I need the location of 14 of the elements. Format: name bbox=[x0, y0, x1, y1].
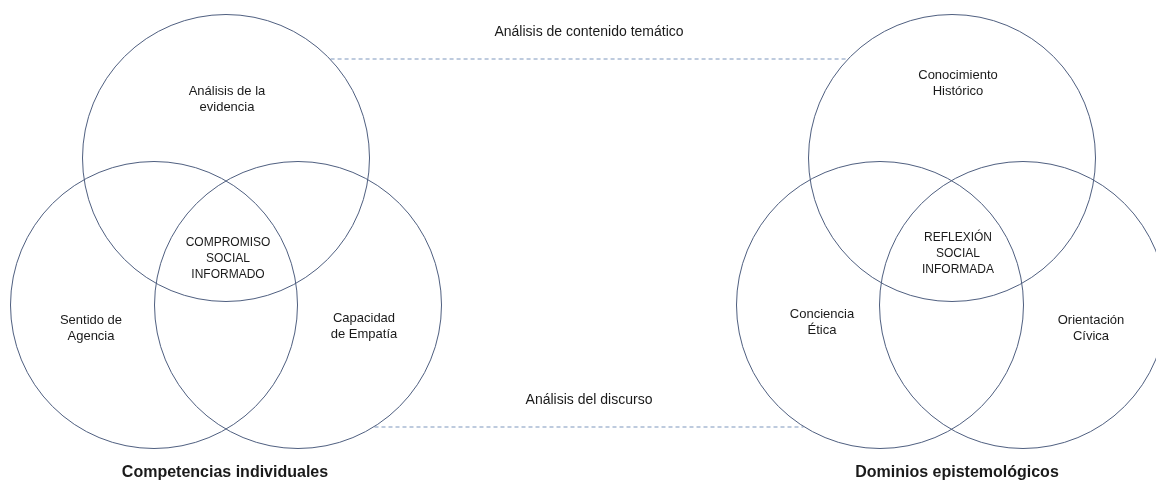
center-label: COMPROMISO SOCIAL INFORMADO bbox=[184, 234, 272, 282]
edge-label: Análisis del discurso bbox=[523, 391, 655, 407]
dashed-connector bbox=[329, 58, 849, 60]
circle-label: Sentido de Agencia bbox=[58, 312, 124, 344]
diagram-heading: Dominios epistemológicos bbox=[855, 464, 1059, 480]
diagram-heading: Competencias individuales bbox=[121, 464, 329, 480]
center-label: REFLEXIÓN SOCIAL INFORMADA bbox=[921, 229, 995, 277]
circle-label: Capacidad de Empatía bbox=[329, 310, 399, 342]
edge-label: Análisis de contenido temático bbox=[492, 23, 686, 39]
circle-label: Orientación Cívica bbox=[1056, 312, 1126, 344]
dashed-connector bbox=[373, 426, 805, 428]
circle-label: Conciencia Ética bbox=[788, 306, 856, 338]
circle-label: Análisis de la evidencia bbox=[187, 83, 267, 115]
circle-label: Conocimiento Histórico bbox=[917, 67, 999, 99]
